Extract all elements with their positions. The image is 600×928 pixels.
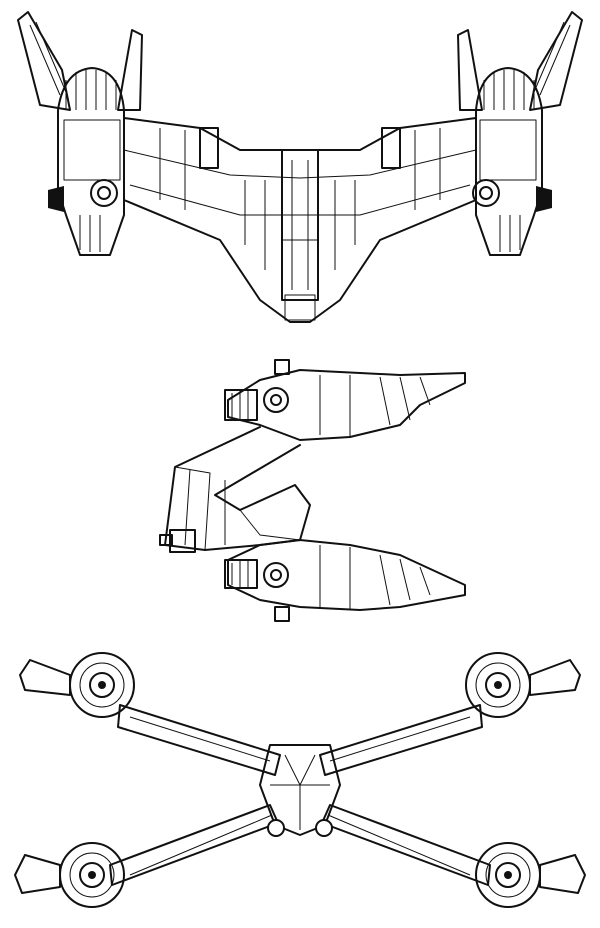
engine-upper-left (19, 652, 135, 718)
left-outer-fin (17, 11, 71, 111)
top-view-drawing (17, 11, 583, 323)
lower-engine (224, 539, 466, 622)
engine-lower-right (475, 842, 586, 908)
upper-engine (224, 359, 466, 441)
arm-upper-left (117, 704, 281, 776)
engine-upper-right (465, 652, 581, 718)
right-inner-fin (457, 29, 483, 111)
right-engine-pod (472, 67, 552, 256)
side-frame (164, 426, 311, 551)
right-outer-fin (529, 11, 583, 111)
engine-lower-left (14, 842, 125, 908)
side-view (0, 345, 600, 635)
center-hub (259, 744, 341, 836)
top-view (0, 0, 600, 335)
arm-upper-right (319, 704, 483, 776)
side-view-drawing (159, 359, 466, 622)
left-engine-pod (48, 67, 125, 256)
hull-wing (123, 117, 477, 323)
left-inner-fin (117, 29, 143, 111)
front-view (0, 635, 600, 928)
front-view-drawing (14, 652, 586, 908)
